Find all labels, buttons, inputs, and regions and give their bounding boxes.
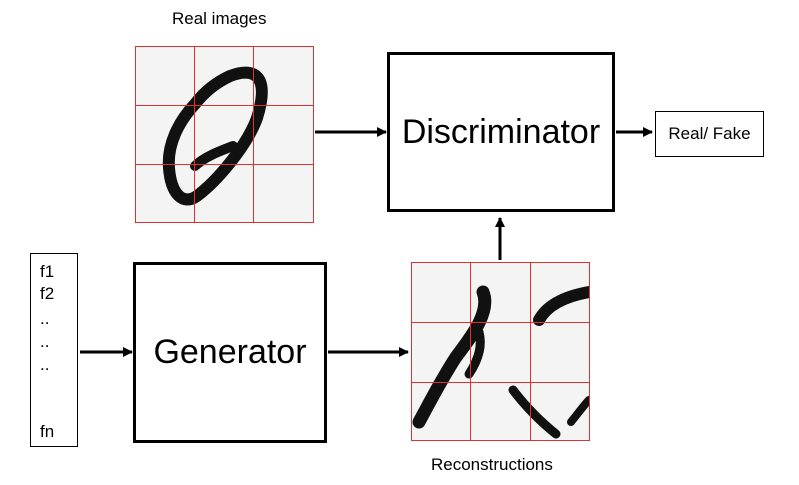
discriminator-block: Discriminator (387, 52, 615, 212)
feature-item: .. (40, 332, 50, 351)
discriminator-label: Discriminator (401, 112, 601, 151)
feature-item: f1 (40, 262, 55, 281)
reconstructions-label: Reconstructions (431, 455, 553, 474)
output-block: Real/ Fake (655, 111, 764, 157)
reconstruction-grid (411, 262, 590, 441)
real-images-label: Real images (172, 9, 267, 28)
feature-item: .. (40, 309, 50, 328)
reconstruction-image (411, 262, 595, 440)
generator-block: Generator (133, 262, 327, 443)
feature-item: f2 (40, 284, 55, 303)
real-image-grid (135, 46, 314, 223)
feature-vector: f1 f2 .. .. .. fn (30, 253, 78, 447)
output-label: Real/ Fake (668, 124, 751, 143)
generator-label: Generator (153, 333, 307, 371)
feature-item: fn (40, 422, 55, 441)
real-image (135, 46, 313, 222)
feature-item: .. (40, 355, 50, 374)
